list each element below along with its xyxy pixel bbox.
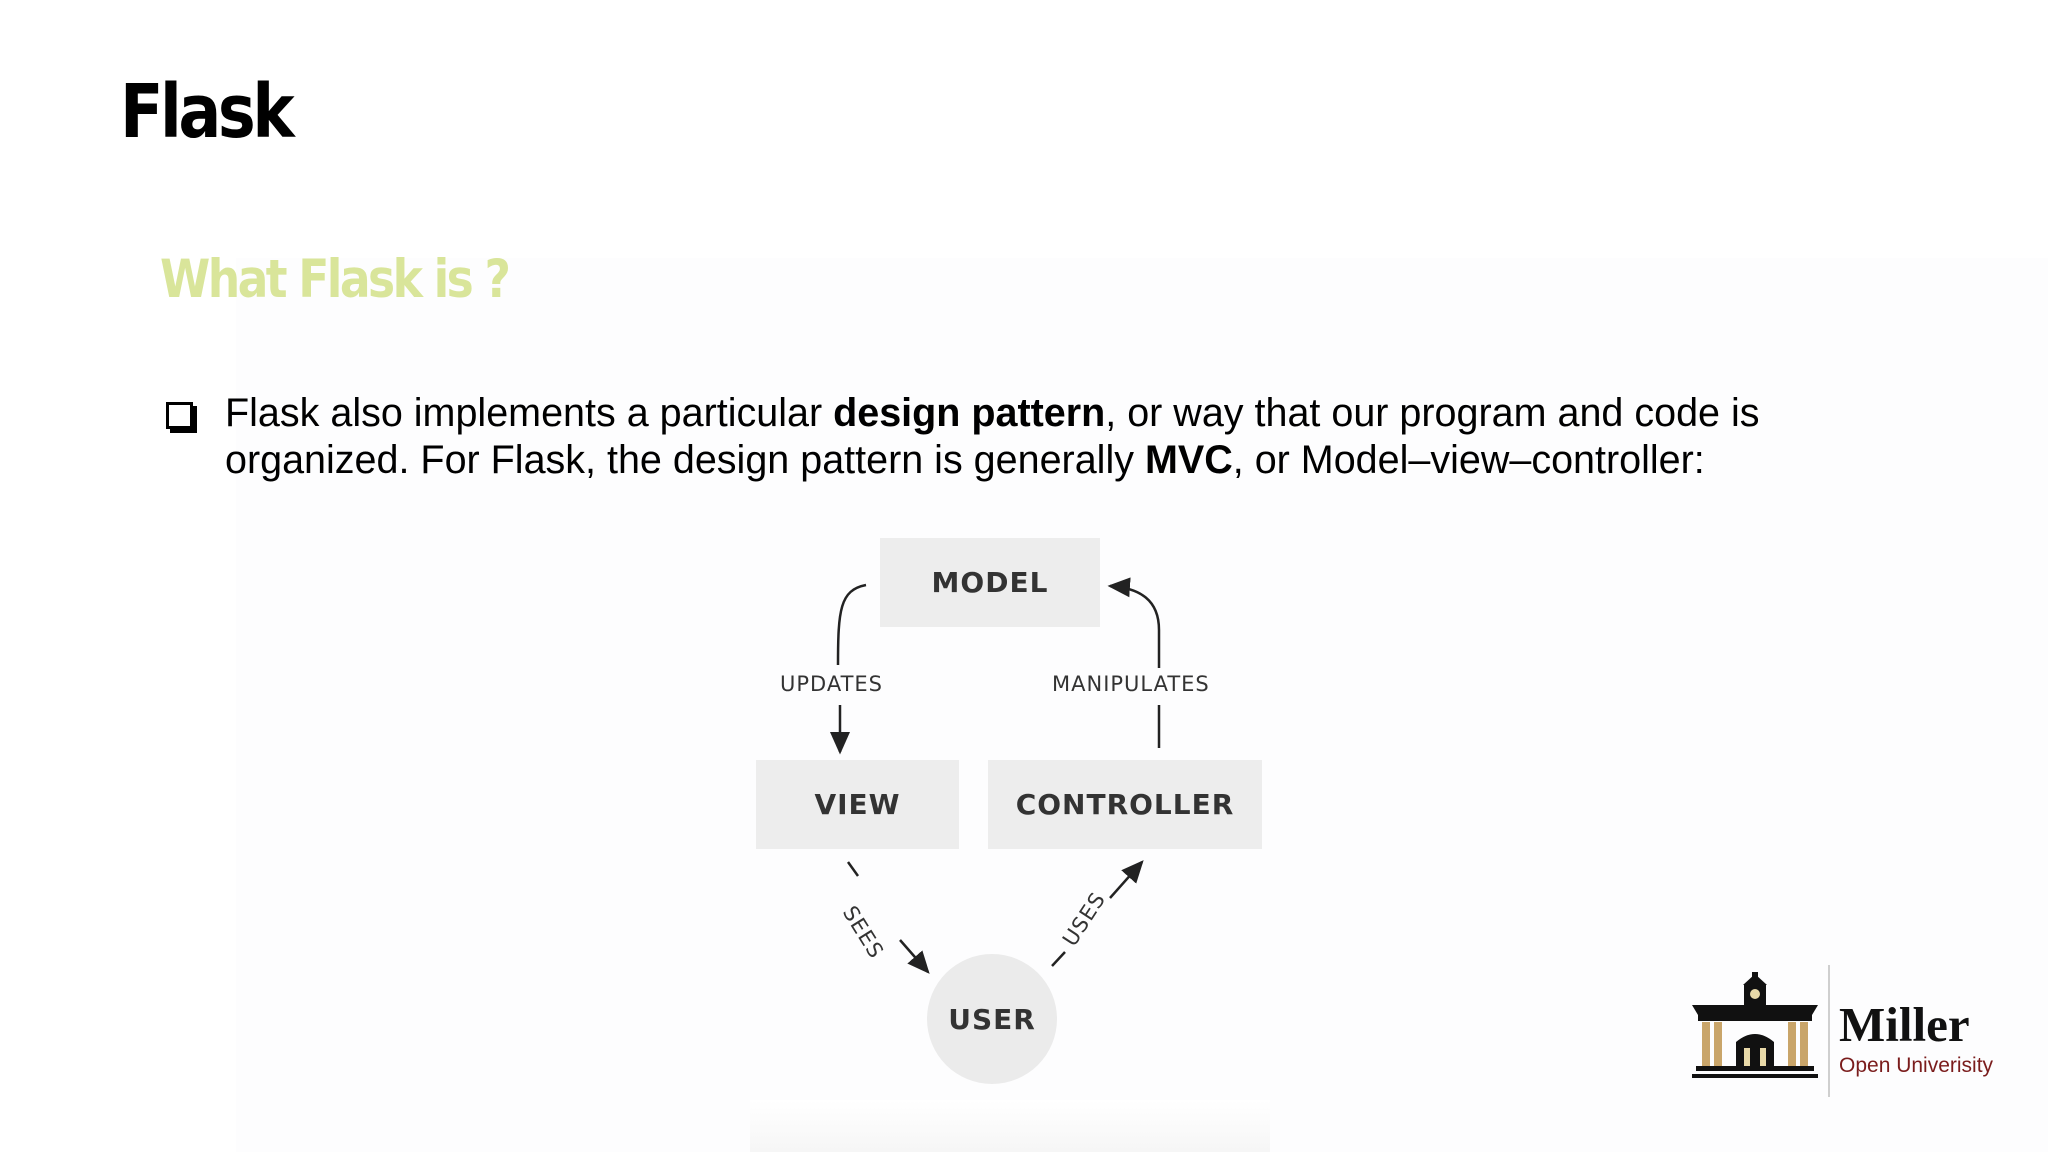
bullet-bold-mvc: MVC: [1144, 438, 1233, 482]
updates-label: UPDATES: [780, 672, 883, 696]
slide-subtitle: What Flask is ?: [160, 249, 511, 310]
logo-name: Miller: [1839, 997, 1970, 1052]
mvc-diagram: MODEL VIEW CONTROLLER USER UPDATES MANIP…: [700, 520, 1350, 1160]
uses-arrow-end: [1109, 860, 1144, 899]
bullet-text-part: , or way that our program and code is or…: [225, 391, 1760, 482]
diagram-reflection: [750, 1100, 1270, 1152]
bullet-text: Flask also implements a particular desig…: [225, 390, 1825, 484]
university-logo: [1688, 960, 2018, 1100]
mvc-arrows: [830, 577, 1161, 974]
building-icon: [1692, 972, 1818, 1078]
slide-title: Flask: [120, 69, 295, 155]
model-box: MODEL: [880, 538, 1100, 627]
uses-arrow-start: [1051, 951, 1066, 967]
user-circle: USER: [927, 954, 1057, 1084]
manipulates-arrow-top: [1107, 577, 1161, 668]
sees-arrow-end: [899, 939, 930, 974]
updates-arrow-top: [836, 583, 867, 666]
view-box: VIEW: [756, 760, 959, 849]
sees-arrow-start: [846, 861, 860, 877]
bullet-text-part: Flask also implements a particular: [225, 391, 834, 435]
checkbox-bullet-icon: [166, 402, 193, 429]
manipulates-label: MANIPULATES: [1052, 672, 1210, 696]
bullet-text-part: , or Model–view–controller:: [1232, 438, 1705, 482]
bullet-bold-design-pattern: design pattern: [833, 391, 1106, 435]
logo-divider: [1828, 965, 1830, 1097]
logo-subtitle: Open Univerisity: [1839, 1054, 1994, 1077]
controller-box: CONTROLLER: [988, 760, 1262, 849]
